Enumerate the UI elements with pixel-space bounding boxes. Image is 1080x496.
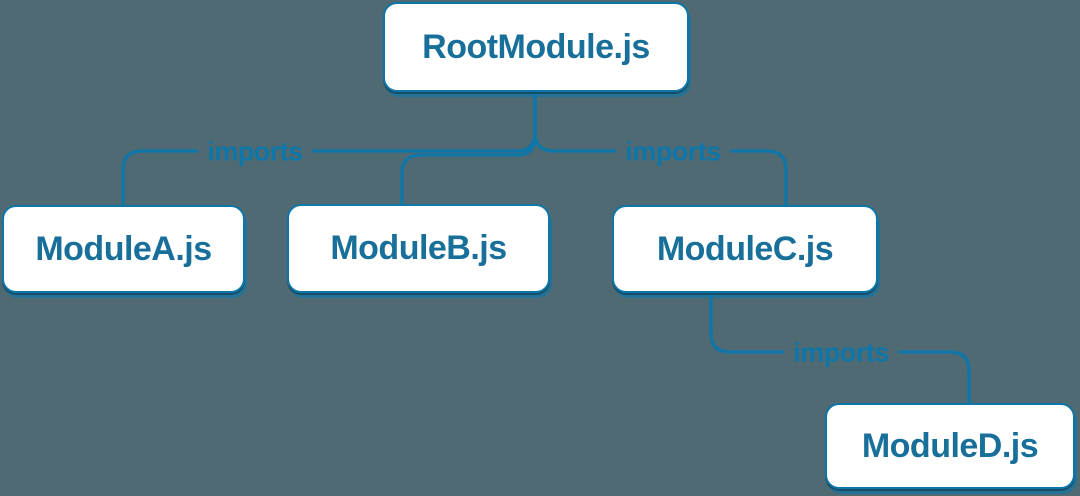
node-moduled-label: ModuleD.js [861, 426, 1039, 465]
node-moduled: ModuleD.js [825, 403, 1075, 489]
node-moduleb-label: ModuleB.js [330, 229, 507, 267]
edge-rootmodule-moduleb [400, 92, 537, 205]
edge-rootmodule-modulea [121, 92, 537, 206]
node-moduleb: ModuleB.js [287, 204, 550, 293]
node-modulea: ModuleA.js [2, 205, 245, 293]
edge-label-imports-root-modulea: imports [198, 136, 312, 168]
node-modulec: ModuleC.js [612, 205, 878, 293]
node-modulec-label: ModuleC.js [656, 229, 834, 268]
edge-label-imports-root-modulec: imports [616, 136, 730, 168]
node-modulea-label: ModuleA.js [35, 229, 212, 268]
node-rootmodule: RootModule.js [383, 2, 689, 92]
edge-label-imports-modulec-moduled: imports [784, 337, 898, 369]
node-rootmodule-label: RootModule.js [422, 27, 650, 66]
